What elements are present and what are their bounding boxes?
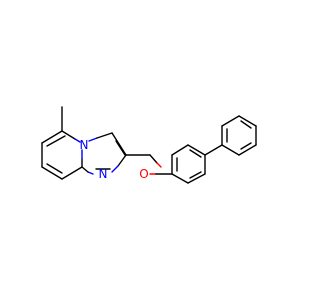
ring-bond — [61, 166, 83, 180]
ring-bond — [238, 115, 257, 127]
ring-bond — [187, 144, 206, 156]
atom-labels: N N O — [80, 138, 149, 181]
double-bond-inner — [46, 135, 66, 147]
ring-bond-n-part — [111, 165, 119, 173]
ether-linker — [125, 154, 173, 175]
ring-bond — [187, 173, 206, 184]
phenyl-ring-outer — [221, 115, 257, 156]
double-bond-inner — [240, 142, 252, 150]
bridge-nitrogen-label: N — [80, 138, 89, 152]
ring-bond — [221, 144, 240, 156]
pyridine-ring — [41, 130, 83, 180]
ring-bond — [171, 173, 189, 184]
ring-nitrogen-label: N — [99, 167, 108, 181]
double-bond-inner — [46, 163, 63, 174]
double-bond-inner — [189, 149, 202, 158]
double-bond-inner — [115, 140, 126, 156]
ring-bond — [111, 132, 127, 156]
imidazole-ring — [81, 132, 127, 175]
c-o-bond — [149, 154, 158, 164]
molecule-canvas: N N O — [41, 106, 257, 184]
ring-bond — [238, 144, 257, 156]
ring-bond — [61, 130, 76, 140]
ring-bond — [221, 115, 240, 127]
ether-oxygen-label: O — [139, 167, 148, 181]
ring-bond-n-part — [88, 137, 98, 142]
ring-bond-n-part — [87, 171, 94, 175]
ring-bond — [41, 166, 63, 180]
ring-bond — [117, 154, 127, 167]
double-bond-inner — [189, 171, 202, 179]
ring-bond-n-part — [74, 138, 81, 143]
molecule-structure-svg: N N O — [41, 106, 257, 184]
ring-bond — [171, 144, 189, 156]
ring-bond — [81, 166, 89, 173]
ring-bond — [96, 132, 113, 139]
c-o-bond-o-part — [156, 162, 162, 168]
phenyl-ring-inner — [171, 144, 206, 184]
ring-bond — [41, 130, 63, 144]
double-bond-inner — [240, 120, 252, 129]
biaryl-bond — [204, 144, 223, 156]
phenyl-phenyl-bond — [204, 144, 223, 156]
